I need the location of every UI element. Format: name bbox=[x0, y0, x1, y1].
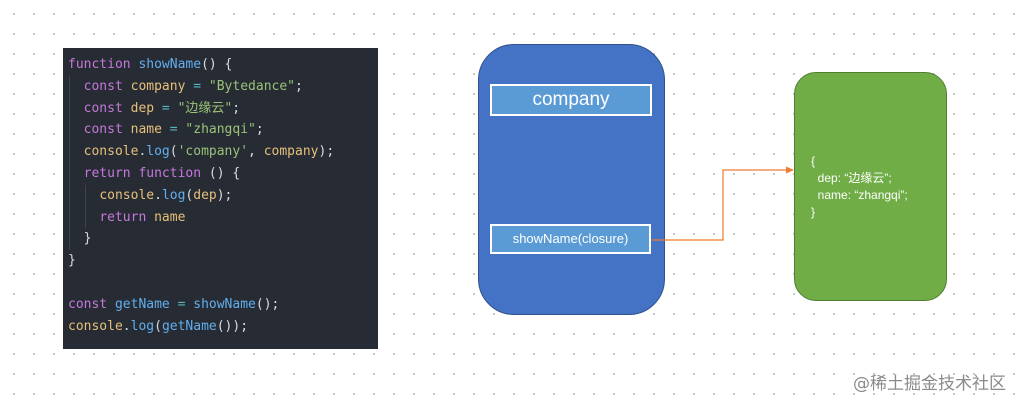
code-token: function bbox=[138, 165, 209, 181]
code-token: "边缘云" bbox=[177, 100, 233, 116]
code-token: ( bbox=[154, 318, 162, 334]
code-line: console.log('company', company); bbox=[68, 141, 378, 163]
code-line: const company = "Bytedance"; bbox=[68, 75, 378, 98]
code-line bbox=[68, 272, 378, 294]
code-token: const bbox=[83, 122, 131, 138]
code-token: = bbox=[185, 78, 209, 94]
code-token: () { bbox=[201, 57, 233, 72]
code-token: ( bbox=[169, 144, 178, 160]
code-token: . bbox=[138, 144, 147, 160]
code-token: const bbox=[83, 100, 131, 116]
code-token: ); bbox=[318, 144, 335, 160]
code-editor-panel: function showName() { const company = "B… bbox=[63, 48, 378, 349]
code-token: name bbox=[154, 209, 186, 225]
code-token: "zhangqi" bbox=[185, 122, 256, 138]
code-token: = bbox=[161, 122, 186, 138]
code-token: ; bbox=[255, 122, 264, 138]
code-token: function bbox=[68, 57, 139, 72]
code-token: dep bbox=[193, 187, 217, 203]
code-token: const bbox=[68, 296, 115, 312]
code-token: dep bbox=[130, 100, 155, 116]
code-line: console.log(dep); bbox=[68, 184, 378, 207]
code-line: } bbox=[68, 228, 378, 251]
code-token: return bbox=[83, 165, 139, 181]
code-token: name bbox=[130, 122, 162, 138]
code-token: . bbox=[122, 318, 131, 334]
code-line: const name = "zhangqi"; bbox=[68, 119, 378, 142]
site-watermark: @稀土掘金技术社区 bbox=[853, 374, 1006, 394]
company-variable-box: company bbox=[490, 84, 652, 116]
code-line: const dep = "边缘云"; bbox=[68, 97, 378, 120]
code-token: } bbox=[83, 231, 92, 247]
code-token: ()); bbox=[216, 318, 249, 334]
code-line: return function () { bbox=[68, 162, 378, 185]
code-token: console bbox=[68, 318, 123, 334]
code-token: console bbox=[99, 187, 155, 203]
code-token: ; bbox=[295, 78, 303, 94]
code-token: console bbox=[83, 144, 139, 160]
code-token: "Bytedance" bbox=[208, 78, 295, 94]
code-token: log bbox=[130, 318, 155, 334]
code-token: getName bbox=[114, 296, 170, 312]
code-line: return name bbox=[68, 206, 378, 229]
connector-arrow bbox=[652, 166, 794, 241]
object-open-brace: { bbox=[811, 154, 816, 168]
code-token: log bbox=[161, 187, 186, 203]
code-token: (); bbox=[255, 296, 280, 312]
code-token: = bbox=[154, 100, 178, 116]
code-token: ); bbox=[216, 187, 233, 203]
object-close-brace: } bbox=[811, 205, 816, 219]
code-token: ( bbox=[185, 187, 194, 203]
code-token: = bbox=[169, 296, 194, 312]
code-token: , bbox=[248, 144, 264, 160]
code-token: log bbox=[146, 144, 170, 160]
code-token: showName bbox=[193, 296, 256, 312]
code-token: } bbox=[68, 253, 76, 269]
closure-object-text: { dep: “边缘云”; name: “zhangqi”; } bbox=[811, 153, 908, 221]
code-token: getName bbox=[161, 318, 217, 334]
closure-box: showName(closure) bbox=[490, 224, 651, 254]
code-token: showName bbox=[138, 57, 202, 72]
code-line: console.log(getName()); bbox=[68, 316, 378, 338]
code-token: company bbox=[130, 78, 186, 94]
code-token: ; bbox=[232, 100, 241, 116]
object-name-line: name: “zhangqi”; bbox=[817, 188, 908, 202]
code-line: function showName() { bbox=[68, 54, 378, 76]
object-dep-line: dep: “边缘云”; bbox=[817, 171, 892, 185]
code-token: return bbox=[99, 209, 155, 225]
code-token: . bbox=[154, 187, 162, 203]
code-token: const bbox=[83, 78, 131, 94]
closure-object-box: { dep: “边缘云”; name: “zhangqi”; } bbox=[794, 72, 947, 301]
code-token: () { bbox=[208, 165, 241, 181]
code-line: } bbox=[68, 250, 378, 272]
code-line: const getName = showName(); bbox=[68, 294, 378, 316]
code-token: company bbox=[263, 144, 319, 160]
code-token: 'company' bbox=[177, 144, 249, 160]
